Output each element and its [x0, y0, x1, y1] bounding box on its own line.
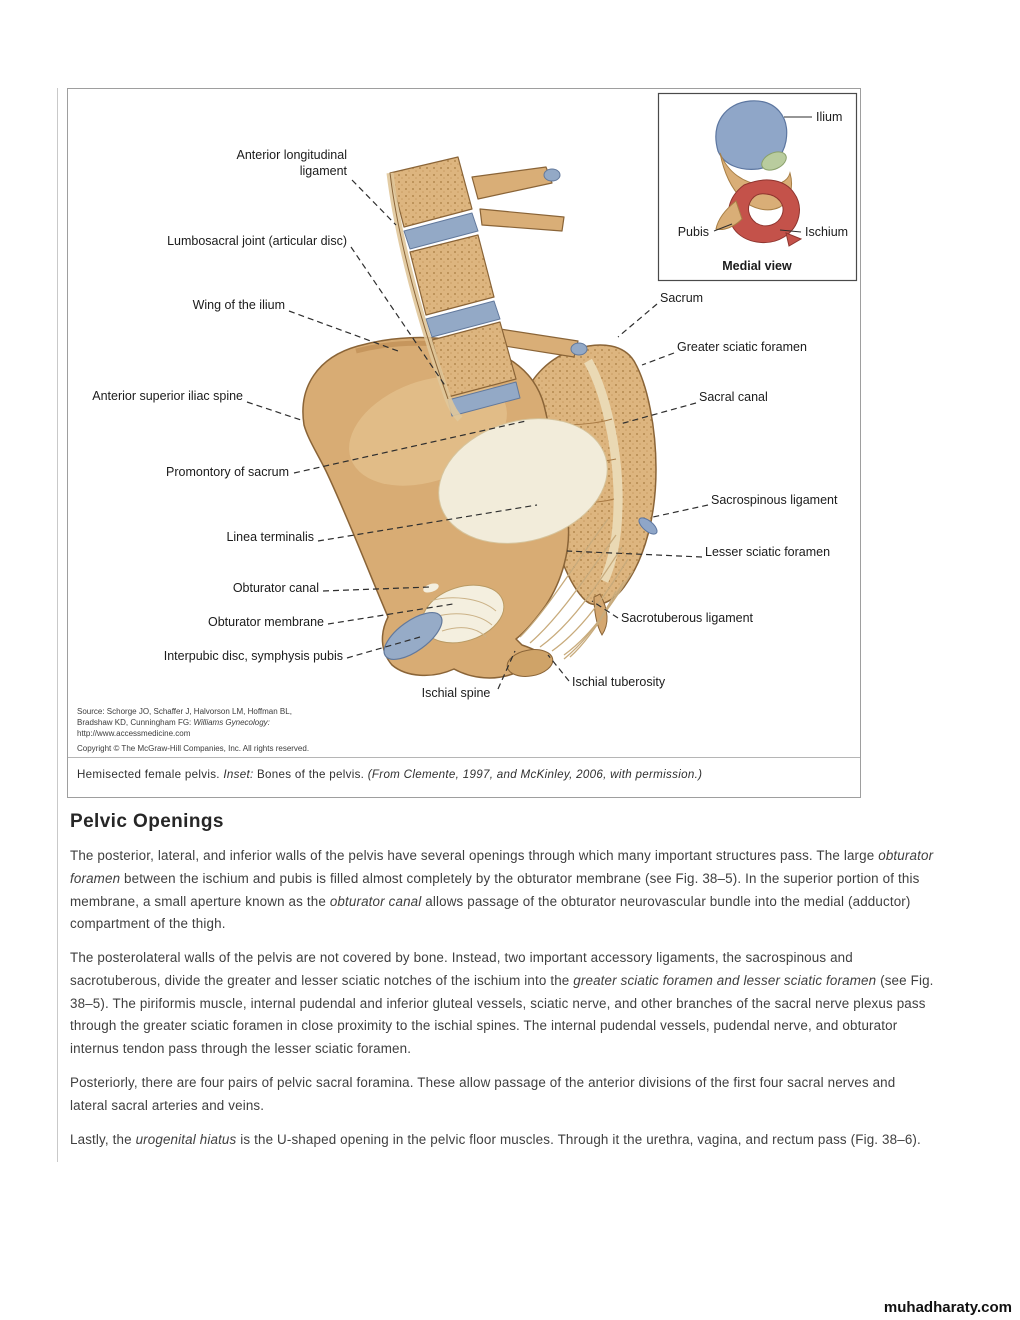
inset-label-ilium: Ilium: [816, 110, 842, 124]
inset-pointer-lines: [713, 116, 812, 233]
leader-greater-sciatic: [641, 352, 675, 366]
text-run: obturator foramen: [70, 848, 934, 886]
text-run: http://www.accessmedicine.com: [77, 729, 191, 739]
text-run: Posteriorly, there are four pairs of pel…: [70, 1075, 896, 1113]
label-obturator-canal: Obturator canal: [233, 581, 319, 595]
leader-obturator-membrane: [327, 603, 454, 625]
leader-sacrotuberous: [591, 600, 619, 619]
text-run: Hemisected female pelvis.: [77, 768, 224, 781]
text-run: Inset:: [223, 768, 254, 781]
text-run: Lastly, the: [70, 1131, 136, 1147]
text-run: obturator canal: [329, 893, 422, 909]
source-copyright: Copyright © The McGraw-Hill Companies, I…: [77, 743, 309, 754]
hip-bone-shape: [302, 336, 608, 679]
leader-sacrum: [617, 303, 658, 338]
inset-caption-medial-view: Medial view: [722, 259, 792, 273]
source-line: Bradshaw KD, Cunningham FG: Williams Gyn…: [77, 717, 309, 728]
text-run: between the ischium and pubis is filled …: [70, 870, 920, 909]
inset-pubis-shape: [715, 200, 743, 230]
vertebral-column: [386, 156, 588, 422]
leader-sacral-canal: [619, 402, 697, 425]
label-sacral-canal: Sacral canal: [699, 390, 768, 404]
inset-label-pubis: Pubis: [678, 225, 709, 239]
body-paragraph: Lastly, the urogenital hiatus is the U-s…: [70, 1129, 935, 1152]
label-lumbosacral-joint: Lumbosacral joint (articular disc): [167, 234, 347, 248]
leader-ischial-spine: [497, 650, 516, 690]
text-run: allows passage of the obturator neurovas…: [70, 893, 911, 932]
leader-lumbosacral: [350, 246, 447, 388]
label-linea-terminalis: Linea terminalis: [226, 530, 314, 544]
label-ischial-spine: Ischial spine: [422, 686, 491, 700]
body-paragraph: The posterolateral walls of the pelvis a…: [70, 947, 935, 1061]
pelvis-illustration: Anterior longitudinal ligament Lumbosacr…: [92, 92, 858, 700]
section-heading: Pelvic Openings: [70, 811, 224, 832]
text-run: greater sciatic foramen and lesser sciat…: [573, 972, 877, 988]
figure-pelvis: Anterior longitudinal ligament Lumbosacr…: [67, 88, 861, 798]
leader-asis: [246, 401, 305, 422]
ligaments-fan: [519, 518, 634, 660]
text-run: Williams Gynecology:: [193, 718, 270, 728]
leader-interpubic-disc: [346, 636, 421, 659]
inset-ischium-tail: [785, 232, 803, 247]
leader-lesser-sciatic: [566, 550, 703, 558]
body-paragraph: The posterior, lateral, and inferior wal…: [70, 845, 935, 936]
obturator-region: [383, 583, 554, 677]
figure-caption-divider: [68, 757, 860, 758]
leader-obturator-canal: [322, 586, 431, 592]
label-anterior-superior-iliac-spine: Anterior superior iliac spine: [92, 389, 243, 403]
label-anterior-longitudinal-ligament-line1: Anterior longitudinal: [237, 148, 348, 162]
content-column: Anterior longitudinal ligament Lumbosacr…: [57, 88, 937, 1163]
label-greater-sciatic-foramen: Greater sciatic foramen: [677, 340, 807, 354]
inset-medial-view: Ilium Pubis Ischium Medial view: [657, 92, 858, 282]
label-sacrotuberous-ligament: Sacrotuberous ligament: [621, 611, 754, 625]
label-obturator-membrane: Obturator membrane: [208, 615, 324, 629]
leader-sacrospinous: [652, 504, 709, 518]
watermark-logo[interactable]: muhadharaty.com: [883, 1299, 1012, 1316]
label-sacrum: Sacrum: [660, 291, 703, 305]
text-run: Copyright © The McGraw-Hill Companies, I…: [77, 744, 310, 754]
text-run: The posterior, lateral, and inferior wal…: [70, 848, 879, 863]
article-body: The posterior, lateral, and inferior wal…: [67, 845, 935, 1151]
label-promontory-of-sacrum: Promontory of sacrum: [166, 465, 289, 479]
figure-source-citation: Source: Schorge JO, Schaffer J, Halvorso…: [77, 706, 309, 754]
text-run: (From Clemente, 1997, and McKinley, 2006…: [367, 768, 703, 781]
inset-cartilage-shape: [761, 151, 787, 171]
leader-ischial-tuberosity: [547, 654, 570, 682]
label-anterior-longitudinal-ligament-line2: ligament: [300, 164, 348, 178]
body-paragraph: Posteriorly, there are four pairs of pel…: [70, 1072, 935, 1118]
text-run: Source: Schorge JO, Schaffer J, Halvorso…: [77, 707, 292, 716]
figure-caption: Hemisected female pelvis. Inset: Bones o…: [77, 768, 702, 781]
label-wing-of-ilium: Wing of the ilium: [193, 298, 285, 312]
leader-lines: [246, 179, 709, 690]
label-sacrospinous-ligament: Sacrospinous ligament: [711, 493, 838, 507]
label-interpubic-disc: Interpubic disc, symphysis pubis: [164, 649, 343, 663]
inset-label-ischium: Ischium: [805, 225, 848, 239]
cartilage-patch: [638, 517, 658, 535]
text-run: Bones of the pelvis.: [253, 768, 368, 781]
text-run: (see Fig. 38–5). The piriformis muscle, …: [70, 972, 934, 1057]
text-run: Bradshaw KD, Cunningham FG:: [77, 718, 194, 728]
label-lesser-sciatic-foramen: Lesser sciatic foramen: [705, 545, 830, 559]
leader-linea-terminalis: [317, 504, 538, 542]
text-run: is the U-shaped opening in the pelvic fl…: [236, 1131, 921, 1147]
leader-anterior-longitudinal: [351, 179, 397, 226]
source-line: Source: Schorge JO, Schaffer J, Halvorso…: [77, 706, 309, 717]
inset-ilium-shape: [715, 100, 788, 170]
source-url: http://www.accessmedicine.com: [77, 728, 309, 739]
text-run: urogenital hiatus: [135, 1131, 237, 1147]
text-run: The posterolateral walls of the pelvis a…: [70, 950, 853, 988]
label-ischial-tuberosity: Ischial tuberosity: [572, 675, 666, 689]
